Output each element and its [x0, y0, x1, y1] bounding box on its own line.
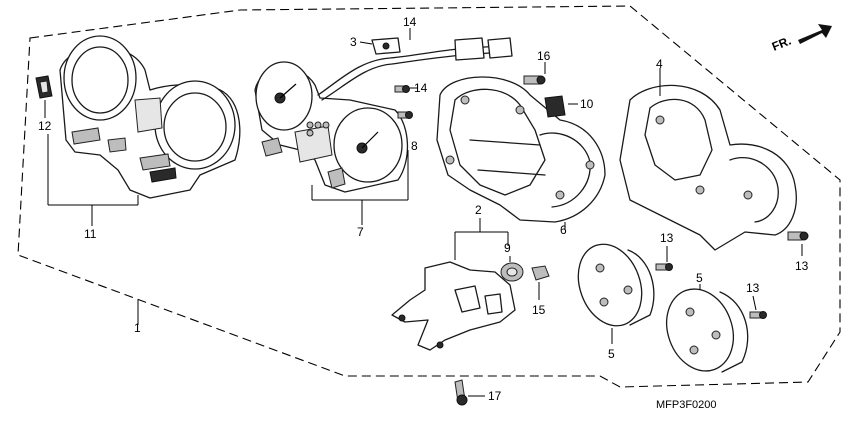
nut-part-15[interactable] [531, 265, 550, 281]
rubber-grommet-part-10[interactable] [544, 95, 566, 118]
callout-4: 4 [656, 57, 663, 71]
meter-lens-case-part-lower[interactable] [656, 280, 749, 381]
callout-17: 17 [488, 389, 502, 403]
callout-2: 2 [475, 203, 482, 217]
callout-13-lower: 13 [746, 281, 760, 295]
bracket-clip-part[interactable] [371, 37, 401, 55]
callout-3: 3 [350, 35, 357, 49]
meter-lens-case-part-upper[interactable] [567, 235, 655, 334]
meter-cover-part[interactable] [619, 84, 797, 251]
rubber-cap-part[interactable] [35, 75, 53, 99]
screw-part-13-right[interactable] [787, 231, 809, 241]
screw-part-14[interactable] [394, 85, 410, 93]
screw-part-13-lower[interactable] [749, 311, 767, 319]
assembly-boundary [17, 5, 841, 388]
meter-assembly-part[interactable] [254, 37, 513, 193]
front-direction-arrow: FR. [770, 24, 832, 54]
callout-16: 16 [537, 49, 551, 63]
screw-part-13-upper[interactable] [655, 263, 673, 271]
callout-8: 8 [411, 139, 418, 153]
screw-part-8[interactable] [397, 111, 413, 119]
drawing-code: MFP3F0200 [656, 399, 717, 411]
callout-6: 6 [560, 223, 567, 237]
direction-label: FR. [770, 34, 793, 54]
callout-14-mid: 14 [414, 81, 428, 95]
meter-case-part[interactable] [59, 35, 241, 199]
callout-labels: 1 2 3 4 5 5 6 7 8 9 10 11 12 13 13 13 14… [38, 15, 809, 403]
callout-12: 12 [38, 119, 52, 133]
callout-13-upper: 13 [660, 231, 674, 245]
meter-stay-part[interactable] [391, 261, 516, 351]
leader-lines [44, 28, 803, 397]
meter-frame-part[interactable] [436, 76, 606, 223]
callout-10: 10 [580, 97, 594, 111]
callout-5-upper: 5 [696, 271, 703, 285]
callout-11: 11 [84, 227, 97, 241]
callout-5-lower: 5 [608, 347, 615, 361]
screw-part-16[interactable] [523, 75, 546, 85]
bolt-part-17[interactable] [454, 379, 468, 406]
callout-1: 1 [134, 321, 141, 335]
callout-7: 7 [357, 225, 364, 239]
callout-9: 9 [504, 241, 511, 255]
callout-14-top: 14 [403, 15, 417, 29]
callout-13-right: 13 [795, 259, 809, 273]
callout-15: 15 [532, 303, 546, 317]
collar-part-9[interactable] [500, 262, 524, 282]
